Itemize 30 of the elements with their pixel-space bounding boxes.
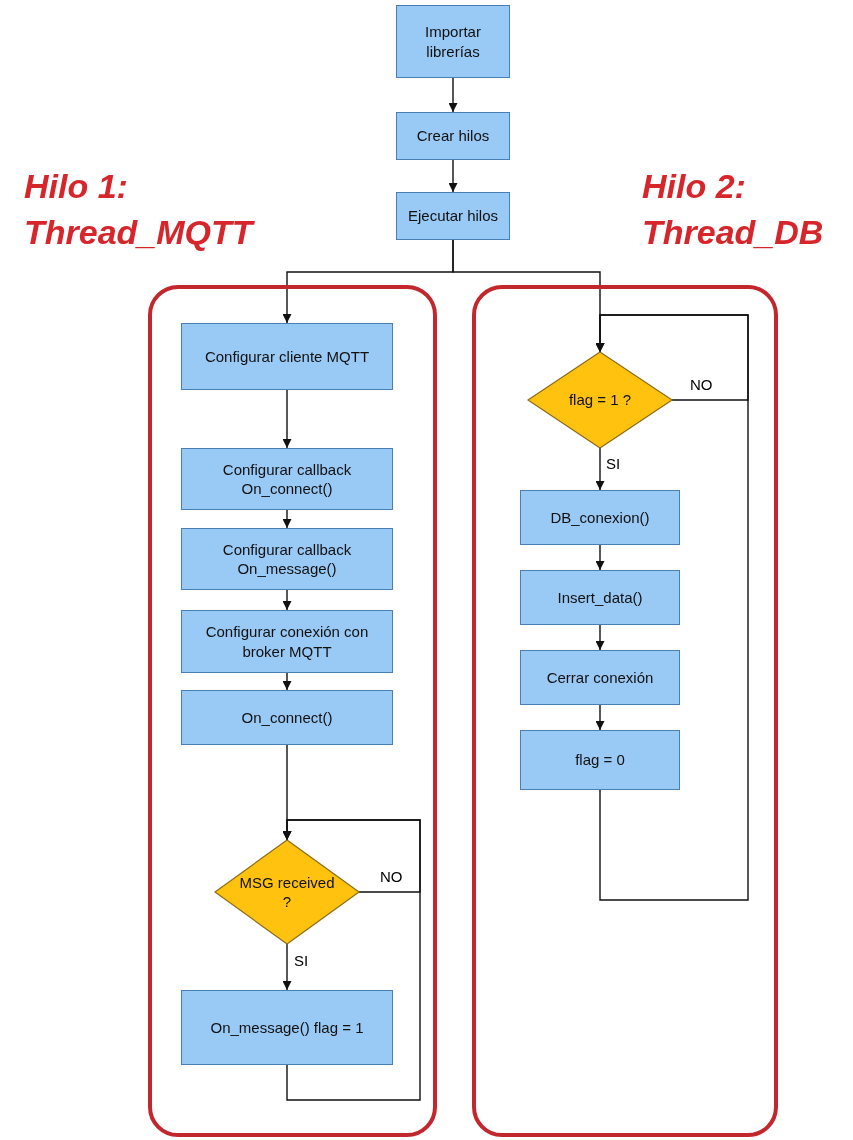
process-box: DB_conexion() bbox=[520, 490, 680, 545]
process-box: Ejecutar hilos bbox=[396, 192, 510, 240]
process-box: Configurar conexión con broker MQTT bbox=[181, 610, 393, 673]
arrow bbox=[282, 589, 292, 611]
arrow bbox=[448, 77, 458, 113]
process-box: Importar librerías bbox=[396, 5, 510, 78]
arrow bbox=[595, 314, 749, 401]
thread-heading: Hilo 1: Thread_MQTT bbox=[24, 166, 256, 253]
process-box: Configurar cliente MQTT bbox=[181, 323, 393, 390]
arrow bbox=[448, 159, 458, 193]
process-box: On_connect() bbox=[181, 690, 393, 745]
process-box: Configurar callback On_message() bbox=[181, 528, 393, 590]
process-box: flag = 0 bbox=[520, 730, 680, 790]
decision-diamond: flag = 1 ? bbox=[528, 352, 672, 448]
process-box: Cerrar conexión bbox=[520, 650, 680, 705]
arrow bbox=[282, 672, 292, 691]
process-box: Configurar callback On_connect() bbox=[181, 448, 393, 510]
arrow bbox=[595, 704, 605, 731]
arrow bbox=[282, 389, 292, 449]
arrow bbox=[595, 544, 605, 571]
thread-heading: Hilo 2: Thread_DB bbox=[642, 166, 825, 253]
arrow bbox=[282, 819, 421, 893]
process-box: Crear hilos bbox=[396, 112, 510, 160]
process-box: On_message() flag = 1 bbox=[181, 990, 393, 1065]
arrow bbox=[282, 943, 292, 991]
arrow bbox=[282, 509, 292, 529]
process-box: Insert_data() bbox=[520, 570, 680, 625]
decision-diamond: MSG received ? bbox=[215, 840, 359, 944]
arrow bbox=[595, 624, 605, 651]
arrow bbox=[595, 447, 605, 491]
